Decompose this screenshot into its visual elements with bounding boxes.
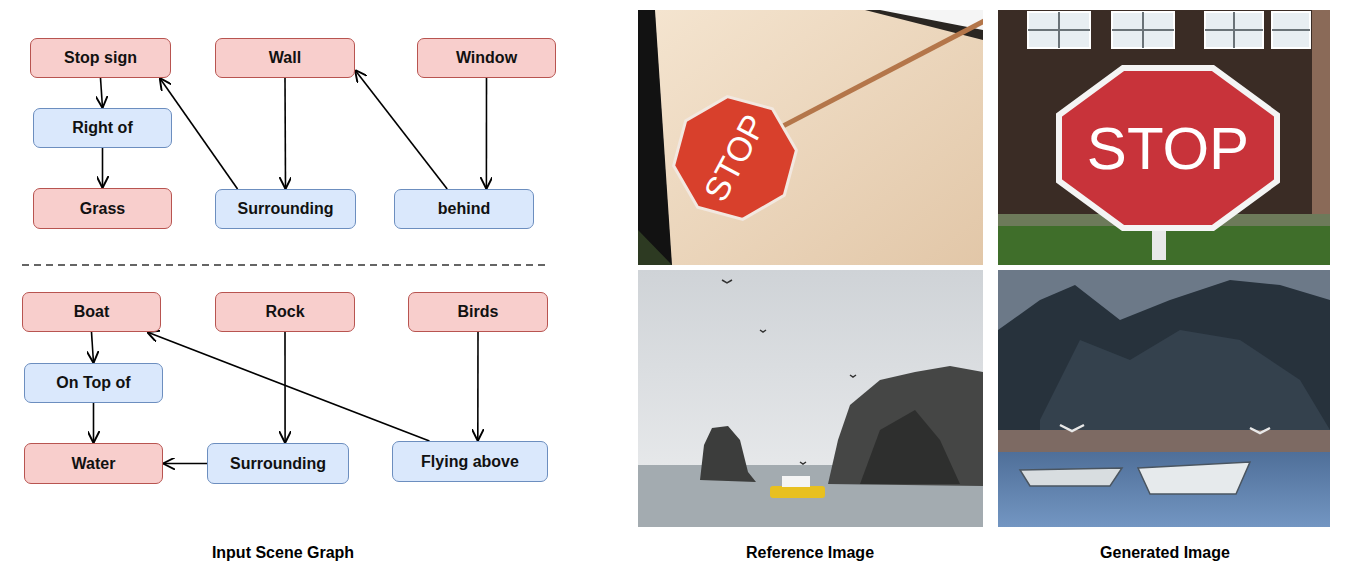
object-box: Water — [24, 443, 163, 484]
node-label: Window — [456, 49, 517, 67]
panel-caption: Input Scene Graph — [212, 544, 354, 562]
water — [998, 452, 1330, 527]
boat — [770, 486, 825, 498]
relation-arrow — [101, 78, 103, 108]
relation-box: Surrounding — [215, 189, 356, 229]
relation-arrow — [284, 78, 286, 189]
relation-arrow — [147, 332, 429, 441]
node-label: Boat — [74, 303, 110, 321]
node-label: Flying above — [421, 453, 519, 471]
generated-sea-photo — [998, 270, 1330, 527]
object-box: Rock — [215, 292, 355, 332]
reference-stop-photo — [638, 10, 983, 265]
grass-corner — [638, 230, 672, 265]
node-label: Surrounding — [238, 200, 334, 218]
node-label: Water — [72, 455, 116, 473]
relation-arrow — [355, 70, 447, 189]
node-label: behind — [438, 200, 490, 218]
generated-stop-photo — [998, 10, 1330, 265]
object-box: Stop sign — [30, 38, 171, 78]
relation-arrow — [93, 403, 95, 443]
pole — [760, 18, 983, 138]
reference-sea-photo — [638, 270, 983, 527]
panel-caption: Reference Image — [746, 544, 874, 562]
object-box: Birds — [408, 292, 548, 332]
shore — [998, 430, 1330, 454]
relation-arrow — [163, 463, 207, 465]
node-label: Right of — [72, 119, 132, 137]
rocks — [998, 280, 1330, 460]
birds — [722, 280, 856, 464]
object-box: Wall — [215, 38, 355, 78]
node-label: Surrounding — [230, 455, 326, 473]
stop-sign — [657, 80, 813, 236]
relation-box: Flying above — [392, 441, 548, 482]
node-label: On Top of — [56, 374, 130, 392]
node-label: Rock — [265, 303, 304, 321]
small-rock — [700, 426, 756, 482]
window-bars — [1028, 12, 1310, 48]
relation-box: behind — [394, 189, 534, 229]
building — [998, 10, 1330, 265]
relation-box: Surrounding — [207, 443, 349, 484]
relation-arrow — [102, 148, 104, 188]
panel-caption: Generated Image — [1100, 544, 1230, 562]
object-box: Window — [417, 38, 556, 78]
separator-line — [22, 264, 545, 266]
node-label: Stop sign — [64, 49, 137, 67]
relation-arrow — [92, 332, 94, 363]
boat — [1020, 468, 1122, 486]
relation-arrow — [477, 332, 479, 441]
node-label: Wall — [269, 49, 301, 67]
object-box: Grass — [33, 188, 172, 229]
large-rock — [828, 366, 983, 486]
sign-text: STOP — [1087, 114, 1249, 183]
node-label: Birds — [458, 303, 499, 321]
rock-shade — [860, 410, 960, 484]
node-label: Grass — [80, 200, 125, 218]
relation-arrow — [486, 78, 488, 189]
boat-cabin — [782, 476, 810, 487]
stop-sign — [1059, 68, 1277, 228]
relation-box: On Top of — [24, 363, 163, 403]
birds — [1060, 425, 1270, 433]
relation-arrow — [284, 332, 286, 443]
side-building — [1312, 10, 1330, 240]
sky — [998, 270, 1330, 460]
relation-box: Right of — [33, 108, 172, 148]
object-box: Boat — [22, 292, 161, 332]
boat — [1138, 462, 1250, 494]
